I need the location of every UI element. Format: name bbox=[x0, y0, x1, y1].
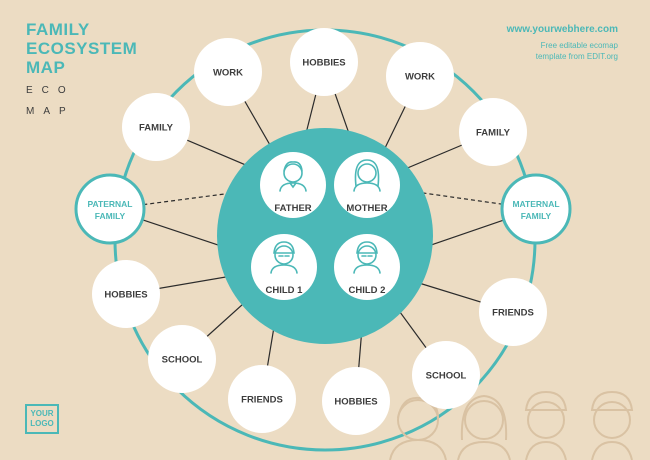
family-member-label: CHILD 1 bbox=[266, 285, 304, 296]
outer-node-hobbies[interactable]: HOBBIES bbox=[322, 367, 390, 435]
website-line-2: template from EDIT.org bbox=[535, 52, 618, 61]
hub-node-maternal-family[interactable]: MATERNAL FAMILY bbox=[500, 173, 572, 245]
outer-node-label: HOBBIES bbox=[104, 290, 147, 301]
node-layer: FAMILY WORK HOBBIES WORK FAMILY HOBBIES SCHOOL… bbox=[74, 28, 572, 435]
outer-node-label: WORK bbox=[405, 72, 435, 83]
outer-node-label: WORK bbox=[213, 68, 243, 79]
page-title-line-3: MAP bbox=[26, 58, 66, 77]
hub-node-label-line-2: FAMILY bbox=[95, 211, 126, 221]
man-icon bbox=[279, 161, 307, 192]
outer-node-work[interactable]: WORK bbox=[194, 38, 262, 106]
website-line-1: Free editable ecomap bbox=[540, 41, 618, 50]
boy-cap-icon bbox=[353, 241, 381, 274]
family-member-label: FATHER bbox=[274, 203, 311, 214]
outer-node-work[interactable]: WORK bbox=[386, 42, 454, 110]
hub-node-label-line-2: FAMILY bbox=[521, 211, 552, 221]
boy-cap-outline-icon bbox=[590, 390, 634, 460]
title-block: FAMILY ECOSYSTEM MAP ECO MAP bbox=[26, 20, 137, 119]
outer-node-label: HOBBIES bbox=[302, 58, 345, 69]
family-member-child-2[interactable]: CHILD 2 bbox=[334, 234, 400, 300]
family-member-label: CHILD 2 bbox=[349, 285, 386, 296]
hub-node-paternal-family[interactable]: PATERNAL FAMILY bbox=[74, 173, 146, 245]
woman-outline-icon bbox=[457, 394, 511, 460]
logo-line-1: YOUR bbox=[30, 409, 54, 418]
boy-cap-outline-icon bbox=[524, 390, 568, 460]
boy-cap-icon bbox=[270, 241, 298, 274]
woman-icon bbox=[353, 159, 381, 192]
outer-node-label: SCHOOL bbox=[426, 371, 467, 382]
outer-node-hobbies[interactable]: HOBBIES bbox=[92, 260, 160, 328]
hub-node-label-line-1: PATERNAL bbox=[87, 199, 132, 209]
outer-node-family[interactable]: FAMILY bbox=[459, 98, 527, 166]
website-block: www.yourwebhere.com Free editable ecomap… bbox=[507, 24, 618, 62]
outer-node-label: FRIENDS bbox=[492, 308, 534, 319]
footer-figures bbox=[389, 390, 634, 460]
family-member-child-1[interactable]: CHILD 1 bbox=[251, 234, 317, 300]
logo-line-2: LOGO bbox=[30, 419, 54, 428]
outer-node-hobbies[interactable]: HOBBIES bbox=[290, 28, 358, 96]
outer-node-school[interactable]: SCHOOL bbox=[148, 325, 216, 393]
subtitle-line-2: MAP bbox=[26, 106, 75, 117]
website-url[interactable]: www.yourwebhere.com bbox=[506, 24, 618, 35]
page-title-line-2: ECOSYSTEM bbox=[26, 39, 138, 58]
outer-node-family[interactable]: FAMILY bbox=[122, 93, 190, 161]
outer-node-friends[interactable]: FRIENDS bbox=[479, 278, 547, 346]
family-member-mother[interactable]: MOTHER bbox=[334, 152, 400, 218]
outer-node-friends[interactable]: FRIENDS bbox=[228, 365, 296, 433]
outer-node-label: HOBBIES bbox=[334, 397, 377, 408]
man-outline-icon bbox=[389, 396, 447, 460]
outer-node-label: SCHOOL bbox=[162, 355, 203, 366]
outer-node-label: FAMILY bbox=[476, 128, 511, 139]
family-member-father[interactable]: FATHER bbox=[260, 152, 326, 218]
page-title-line-1: FAMILY bbox=[26, 20, 90, 39]
subtitle-line-1: ECO bbox=[26, 85, 75, 96]
family-core-circle bbox=[217, 128, 433, 344]
outer-node-label: FRIENDS bbox=[241, 395, 283, 406]
hub-node-label-line-1: MATERNAL bbox=[512, 199, 559, 209]
outer-node-label: FAMILY bbox=[139, 123, 174, 134]
outer-node-school[interactable]: SCHOOL bbox=[412, 341, 480, 409]
logo-placeholder[interactable]: YOUR LOGO bbox=[25, 404, 59, 434]
family-member-label: MOTHER bbox=[346, 203, 387, 214]
